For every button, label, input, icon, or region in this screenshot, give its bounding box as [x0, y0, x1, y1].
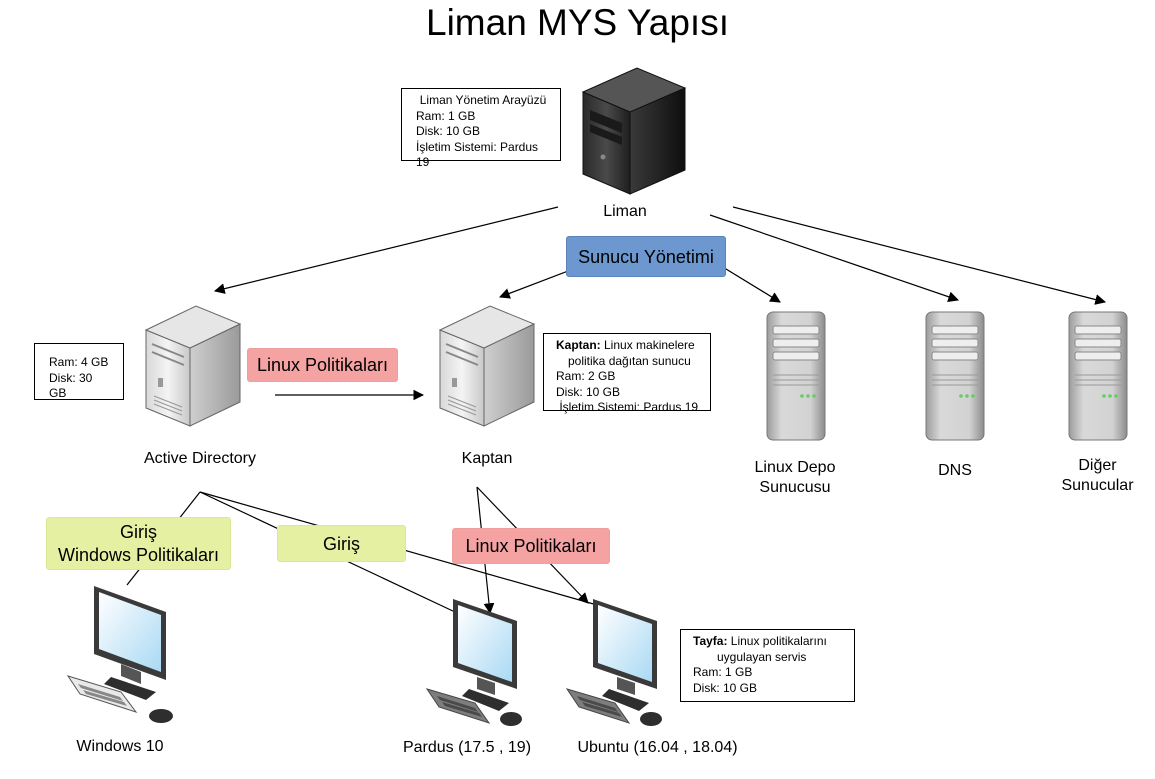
ad-info-ram: Ram: 4 GB — [49, 355, 109, 369]
liman-label: Liman — [603, 203, 647, 220]
edge-liman-diger — [732, 206, 1107, 305]
liman-server-icon — [581, 67, 687, 195]
edge-liman-dns — [709, 214, 960, 302]
windows10-label: Windows 10 — [76, 738, 164, 755]
edge-liman-ad — [213, 206, 559, 294]
ubuntu-computer-icon — [565, 599, 662, 726]
kaptan-info-ram: Ram: 2 GB — [556, 369, 616, 383]
liman-info-os: İşletim Sistemi: Pardus 19 — [416, 139, 539, 170]
pardus-computer-icon — [425, 599, 522, 726]
liman-info-disk: Disk: 10 GB — [416, 124, 481, 138]
tayfa-info-disk: Disk: 10 GB — [693, 680, 758, 695]
tag-linux-politikalari-bottom: Linux Politikaları — [452, 528, 610, 564]
kaptan-info-disk: Disk: 10 GB — [556, 384, 621, 399]
ubuntu-label: Ubuntu (16.04 , 18.04) — [577, 739, 738, 756]
tayfa-info-bold: Tayfa: — [693, 634, 728, 648]
tag-giris-windows: Giriş Windows Politikaları — [46, 517, 231, 570]
kaptan-info-desc2: politika dağıtan sunucu — [568, 353, 691, 368]
pardus-label: Pardus (17.5 , 19) — [402, 739, 532, 756]
liman-info-header: Liman Yönetim Arayüzü — [419, 93, 547, 107]
kaptan-server-icon — [438, 305, 536, 427]
kaptan-label: Kaptan — [461, 450, 513, 467]
tayfa-info-box: Tayfa: Linux politikalarını uygulayan se… — [680, 629, 855, 702]
linux-depo-label: Linux Depo Sunucusu — [754, 459, 836, 496]
liman-info-ram: Ram: 1 GB — [416, 108, 476, 123]
ad-info-disk: Disk: 30 GB — [49, 370, 93, 401]
liman-info-box: Liman Yönetim Arayüzü Ram: 1 GB Disk: 10… — [401, 88, 561, 169]
tayfa-info-desc1: Linux politikalarını — [727, 634, 827, 648]
active-directory-label: Active Directory — [143, 450, 257, 467]
kaptan-info-box: Kaptan: Linux makinelere politika dağıta… — [543, 333, 711, 414]
tayfa-info-desc2: uygulayan servis — [717, 649, 807, 664]
diger-server-icon — [1068, 311, 1128, 441]
kaptan-info-os: İşletim Sistemi: Pardus 19 — [556, 400, 699, 414]
tag-giris: Giriş — [277, 525, 406, 562]
tayfa-info-ram: Ram: 1 GB — [693, 665, 753, 679]
diagram-title: Liman MYS Yapısı — [426, 2, 729, 43]
tag-sunucu-yonetimi: Sunucu Yönetimi — [566, 236, 726, 277]
dns-server-icon — [925, 311, 985, 441]
ad-info-box: Ram: 4 GB Disk: 30 GB — [34, 343, 124, 400]
kaptan-info-bold: Kaptan: — [556, 338, 601, 352]
dns-label: DNS — [938, 462, 972, 479]
kaptan-info-desc1: Linux makinelere — [600, 338, 695, 352]
active-directory-server-icon — [144, 305, 242, 427]
diger-label: Diğer Sunucular — [1061, 457, 1134, 494]
tag-linux-politikalari-top: Linux Politikaları — [247, 348, 398, 382]
linux-depo-server-icon — [766, 311, 826, 441]
windows10-computer-icon — [66, 586, 173, 723]
